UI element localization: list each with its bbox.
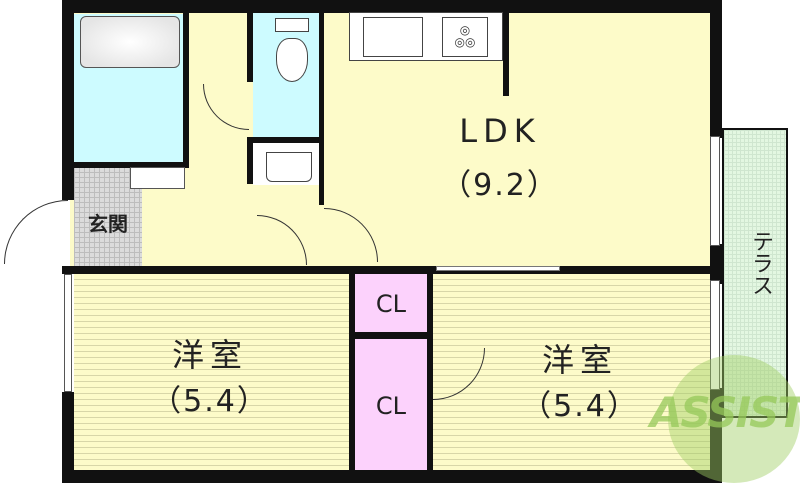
window-ldk-right xyxy=(710,136,720,246)
wall-toilet-left xyxy=(247,10,253,82)
assist-watermark: ASSIST xyxy=(650,388,800,437)
shoe-cabinet xyxy=(130,167,185,189)
closet-bottom-floor xyxy=(355,339,427,470)
wall-toilet-right xyxy=(319,10,324,205)
wall-right-lower xyxy=(710,388,722,483)
wall-left-upper xyxy=(62,0,74,200)
closet-top-label: CL xyxy=(375,290,407,318)
entrance-label: 玄関 xyxy=(88,212,128,236)
window-room-right xyxy=(710,280,720,390)
western-room-right-size: （5.4） xyxy=(521,389,639,424)
wall-bath-right xyxy=(183,10,189,165)
closet-bottom-label: CL xyxy=(375,392,407,420)
wall-closet-divider xyxy=(349,332,433,339)
wash-basin xyxy=(266,152,312,182)
assist-watermark-circle xyxy=(668,355,800,483)
wall-toilet-bottom xyxy=(247,137,323,143)
sliding-door-ldk-room[interactable] xyxy=(436,266,560,271)
ldk-size: （9.2） xyxy=(441,168,559,203)
wall-washroom-left xyxy=(247,138,253,184)
window-left-room xyxy=(64,274,72,392)
wall-closet-right xyxy=(427,274,433,474)
gas-stove: ◎◎◎ xyxy=(442,17,488,57)
wall-middle-horizontal xyxy=(62,266,720,274)
western-room-right-label: 洋室 xyxy=(541,341,618,379)
ldk-label: LDK xyxy=(459,112,541,150)
western-room-left-size: （5.4） xyxy=(151,384,269,419)
wall-bath-bottom xyxy=(70,162,189,168)
toilet-tank xyxy=(275,18,309,32)
terrace-label: テラス xyxy=(748,230,773,296)
western-room-left-floor xyxy=(74,274,350,470)
kitchen-sink xyxy=(363,17,423,57)
western-room-left-label: 洋室 xyxy=(171,336,248,374)
wall-top xyxy=(62,0,720,13)
wall-closet-left xyxy=(349,274,355,474)
wall-kitchen-partition xyxy=(503,10,509,96)
wall-right-upper xyxy=(710,0,722,138)
wall-left-lower xyxy=(62,392,74,483)
entrance-door[interactable] xyxy=(4,200,68,264)
wall-right-mid xyxy=(710,244,722,284)
closet-top-floor xyxy=(355,274,427,332)
terrace-floor xyxy=(722,128,788,418)
bathtub xyxy=(80,16,180,68)
toilet-bowl xyxy=(276,38,308,82)
wall-bottom xyxy=(62,470,720,483)
